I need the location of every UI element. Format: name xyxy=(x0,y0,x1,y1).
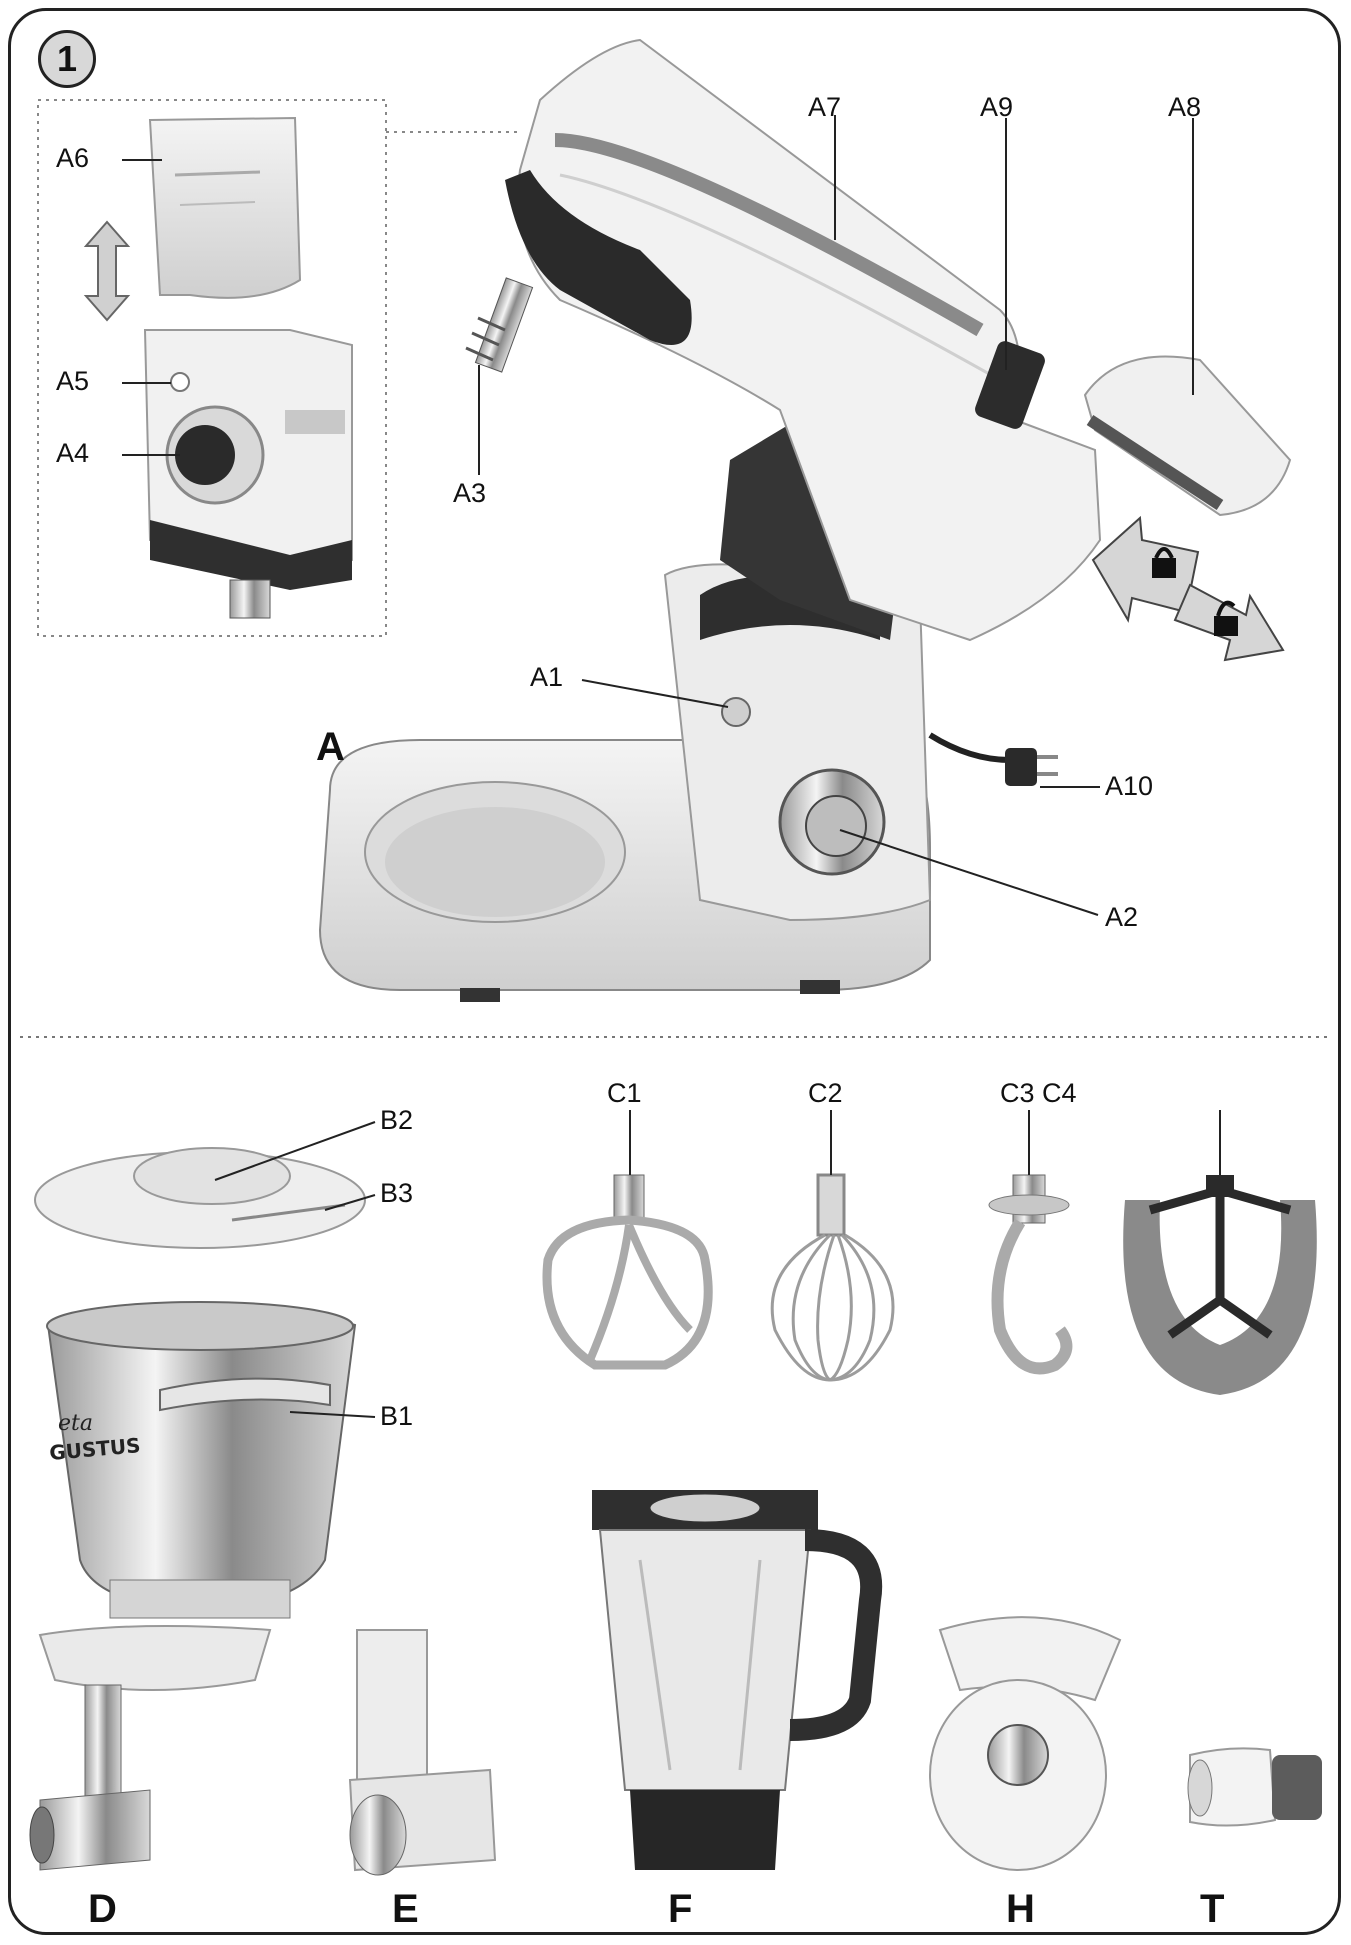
spiralizer-part xyxy=(930,1617,1120,1870)
section-label-A: A xyxy=(316,725,345,769)
unlock-arrow-icon xyxy=(1175,585,1283,660)
mixing-bowl-part: eta GUSTUS xyxy=(47,1302,355,1618)
callout-C1: C1 xyxy=(607,1078,642,1108)
flex-beater-part xyxy=(1123,1175,1317,1395)
callout-B1: B1 xyxy=(380,1401,413,1431)
vegetable-slicer-part xyxy=(350,1630,495,1875)
section-label-T: T xyxy=(1200,1887,1224,1931)
callout-C2: C2 xyxy=(808,1078,843,1108)
rear-cap-part xyxy=(1085,357,1290,515)
callout-C3-C4: C3 C4 xyxy=(1000,1078,1077,1108)
double-arrow-vertical-icon xyxy=(86,222,128,320)
section-label-D: D xyxy=(88,1887,117,1931)
callout-A3: A3 xyxy=(453,478,486,508)
callout-A1: A1 xyxy=(530,662,563,692)
bowl-brand-print: eta xyxy=(58,1411,93,1436)
meat-grinder-part xyxy=(30,1626,270,1870)
section-label-H: H xyxy=(1006,1887,1035,1931)
attachment-hub-part xyxy=(145,330,352,618)
callout-A8: A8 xyxy=(1168,92,1201,122)
balloon-whisk-part xyxy=(772,1175,893,1380)
section-label-F: F xyxy=(668,1887,692,1931)
stand-mixer-body xyxy=(320,40,1100,1002)
front-cover-part xyxy=(150,118,300,298)
callout-A4: A4 xyxy=(56,438,89,468)
callout-B2: B2 xyxy=(380,1105,413,1135)
callout-A6: A6 xyxy=(56,143,89,173)
flat-beater-part xyxy=(547,1175,708,1365)
callout-A2: A2 xyxy=(1105,902,1138,932)
dough-hook-part xyxy=(989,1175,1069,1368)
small-attachment-part xyxy=(1188,1748,1322,1825)
blender-jar-part xyxy=(592,1490,871,1870)
callout-A9: A9 xyxy=(980,92,1013,122)
callout-A7: A7 xyxy=(808,92,841,122)
bowl-lid-part xyxy=(35,1148,365,1248)
callout-A5: A5 xyxy=(56,366,89,396)
callout-A10: A10 xyxy=(1105,771,1153,801)
callout-B3: B3 xyxy=(380,1178,413,1208)
section-label-E: E xyxy=(392,1887,419,1931)
